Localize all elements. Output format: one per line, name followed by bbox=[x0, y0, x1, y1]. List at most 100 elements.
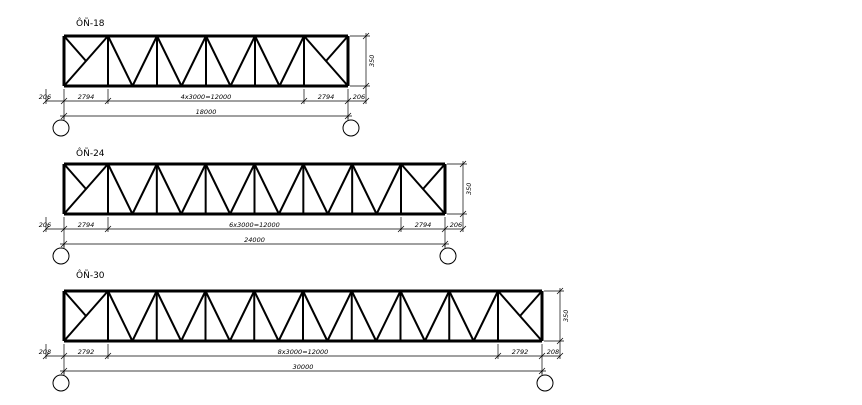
diagonal-member bbox=[302, 290, 329, 342]
truss-label: ÔÑ-18 bbox=[76, 17, 105, 29]
diagonal-member bbox=[302, 163, 329, 215]
end-strut bbox=[63, 290, 87, 317]
truss-label: ÔÑ-24 bbox=[76, 147, 105, 159]
dim-tick bbox=[459, 160, 467, 168]
segment-label: 2794 bbox=[415, 221, 432, 229]
segment-label: 2794 bbox=[78, 93, 95, 101]
dim-tick bbox=[42, 97, 50, 105]
support-circle bbox=[52, 374, 70, 392]
dim-tick bbox=[459, 210, 467, 218]
segment-label: 2792 bbox=[78, 348, 95, 356]
truss-1: ÔÑ-18 350 206 2794 4x3000=12000 2794 206 18000 bbox=[39, 17, 376, 137]
dim-tick bbox=[60, 225, 68, 233]
diagonal-member bbox=[107, 35, 134, 87]
diagonal-member bbox=[277, 290, 304, 342]
dim-tick bbox=[344, 97, 352, 105]
segment-label: 2792 bbox=[512, 348, 529, 356]
diagonal-member bbox=[350, 290, 378, 342]
dim-tick bbox=[538, 352, 546, 360]
segment-label: 2794 bbox=[78, 221, 95, 229]
segment-label: 206 bbox=[39, 93, 51, 101]
diagonal-member bbox=[155, 163, 183, 215]
diagonal-member bbox=[278, 35, 305, 87]
segment-label: 208 bbox=[547, 348, 559, 356]
diagonal-member bbox=[180, 163, 207, 215]
dim-tick bbox=[42, 225, 50, 233]
diagonal-member bbox=[131, 163, 158, 215]
dim-tick bbox=[556, 337, 564, 345]
diagonal-member bbox=[253, 163, 280, 215]
end-strut bbox=[63, 163, 87, 190]
diagonal-member bbox=[375, 290, 402, 342]
end-strut bbox=[519, 290, 543, 317]
diagonal-member bbox=[253, 290, 280, 342]
dim-tick bbox=[60, 352, 68, 360]
dim-tick bbox=[362, 97, 370, 105]
dim-tick bbox=[42, 352, 50, 360]
diagonal-member bbox=[448, 290, 475, 342]
dim-tick bbox=[494, 352, 502, 360]
segment-label: 2794 bbox=[318, 93, 335, 101]
truss-label: ÔÑ-30 bbox=[76, 269, 105, 281]
total-label: 24000 bbox=[244, 236, 265, 244]
support-circle bbox=[52, 247, 70, 265]
diagonal-member bbox=[107, 290, 134, 342]
segment-label: 206 bbox=[450, 221, 462, 229]
height-label: 350 bbox=[562, 310, 570, 322]
diagonal-member bbox=[107, 163, 134, 215]
diagonal-member bbox=[131, 290, 158, 342]
dim-tick bbox=[362, 82, 370, 90]
truss-2: ÔÑ-24 350 206 2794 6x3000=12000 2794 206 24000 bbox=[39, 147, 473, 265]
diagonal-member bbox=[155, 290, 183, 342]
diagonal-member bbox=[180, 35, 207, 87]
diagonal-member bbox=[229, 35, 256, 87]
diagonal-member bbox=[326, 163, 354, 215]
diagonal-member bbox=[180, 290, 207, 342]
total-label: 18000 bbox=[196, 108, 217, 116]
dim-tick bbox=[104, 352, 112, 360]
dim-tick bbox=[104, 225, 112, 233]
diagonal-member bbox=[351, 163, 378, 215]
diagonal-member bbox=[204, 290, 231, 342]
segment-label: 206 bbox=[39, 221, 51, 229]
support-circle bbox=[52, 119, 70, 137]
diagonal-member bbox=[156, 35, 183, 87]
diagonal-member bbox=[254, 35, 281, 87]
segment-label: 4x3000=12000 bbox=[181, 93, 232, 101]
end-strut bbox=[325, 35, 349, 62]
dim-tick bbox=[556, 352, 564, 360]
diagonal-member bbox=[131, 35, 158, 87]
dim-tick bbox=[362, 32, 370, 40]
diagonal-member bbox=[278, 163, 305, 215]
segment-label: 208 bbox=[39, 348, 51, 356]
diagonal-member bbox=[204, 163, 231, 215]
dim-tick bbox=[300, 97, 308, 105]
dim-tick bbox=[441, 225, 449, 233]
end-strut bbox=[422, 163, 446, 190]
support-circle bbox=[439, 247, 457, 265]
height-label: 350 bbox=[368, 55, 376, 67]
diagonal-member bbox=[472, 290, 499, 342]
diagonal-member bbox=[228, 290, 256, 342]
diagonal-member bbox=[326, 290, 353, 342]
dim-tick bbox=[60, 97, 68, 105]
diagonal-member bbox=[423, 290, 451, 342]
support-circle bbox=[536, 374, 554, 392]
truss-3: ÔÑ-30 350 208 2792 8x3000=12000 2792 208 30000 bbox=[39, 269, 570, 392]
diagonal-member bbox=[205, 35, 232, 87]
segment-label: 8x3000=12000 bbox=[278, 348, 329, 356]
diagonal-member bbox=[229, 163, 256, 215]
segment-label: 6x3000=12000 bbox=[229, 221, 280, 229]
height-label: 350 bbox=[465, 183, 473, 195]
total-label: 30000 bbox=[293, 363, 314, 371]
end-strut bbox=[63, 35, 87, 62]
dim-tick bbox=[459, 225, 467, 233]
diagonal-member bbox=[399, 290, 426, 342]
diagonal-member bbox=[375, 163, 402, 215]
segment-label: 206 bbox=[353, 93, 365, 101]
dim-tick bbox=[397, 225, 405, 233]
support-circle bbox=[342, 119, 360, 137]
dim-tick bbox=[556, 287, 564, 295]
dim-tick bbox=[104, 97, 112, 105]
